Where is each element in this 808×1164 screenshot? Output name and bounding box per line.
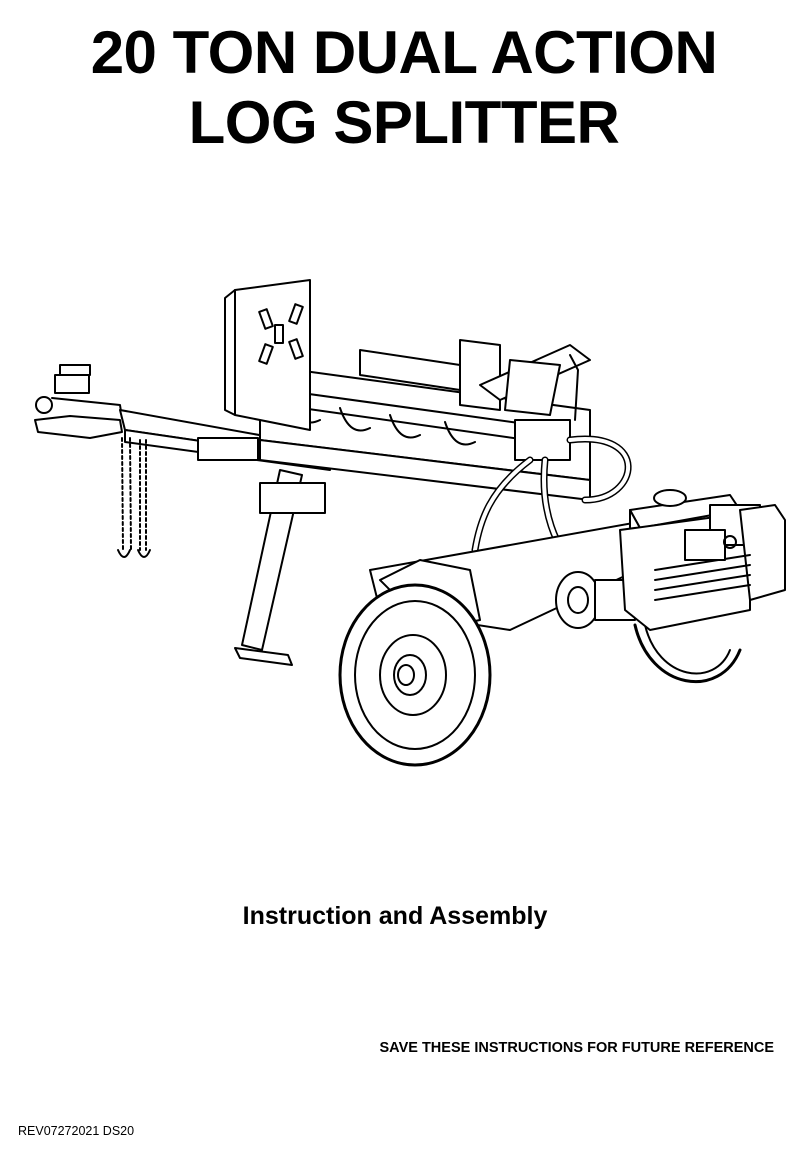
control-valve-hoses [471, 419, 632, 574]
revision-code: REV07272021 DS20 [18, 1124, 135, 1138]
save-instructions-notice: SAVE THESE INSTRUCTIONS FOR FUTURE REFER… [379, 1040, 774, 1056]
end-plate [224, 279, 311, 431]
safety-chains [117, 437, 151, 558]
wheel [338, 583, 492, 767]
title-line-2: LOG SPLITTER [188, 89, 620, 156]
log-splitter-illustration [34, 279, 786, 767]
support-leg [234, 469, 326, 666]
document-subtitle: Instruction and Assembly [242, 902, 548, 930]
hitch-coupler [34, 364, 123, 439]
wedge-and-cylinder [359, 339, 591, 421]
engine [619, 489, 786, 631]
far-wheel [633, 623, 742, 684]
document-title: 20 TON DUAL ACTION LOG SPLITTER [0, 18, 808, 158]
hydraulic-pump [555, 571, 636, 629]
title-line-1: 20 TON DUAL ACTION [90, 19, 718, 86]
